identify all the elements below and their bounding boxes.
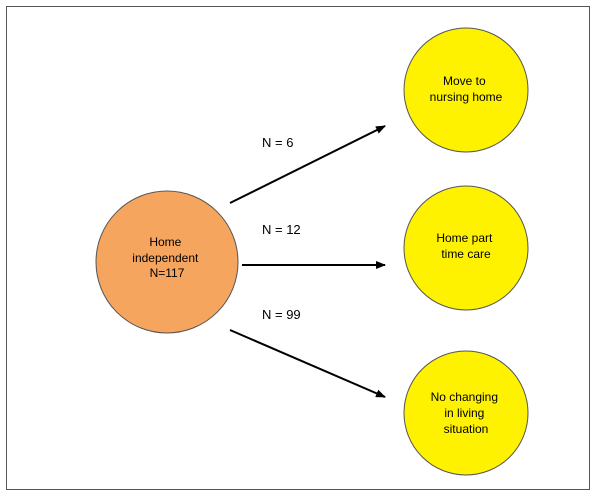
target-node-nursing-home-label: Move to nursing home (430, 74, 503, 104)
edge-label-nursing-home: N = 6 (262, 135, 293, 150)
target-node-nursing-home: Move to nursing home (403, 27, 529, 153)
source-node-label: Home independent N=117 (132, 235, 201, 280)
target-2-line-1: Home part (436, 231, 493, 245)
target-3-line-2: in living (444, 406, 484, 420)
target-node-part-time-care-circle (403, 185, 529, 311)
target-node-nursing-home-circle (403, 27, 529, 153)
source-label-line-2: independent (132, 251, 199, 265)
target-3-line-1: No changing (431, 390, 498, 404)
target-node-no-change-circle (403, 350, 529, 476)
source-label-line-1: Home (149, 235, 181, 249)
source-label-line-3: N=117 (150, 266, 185, 280)
arrow-to-no-change (229, 329, 386, 398)
target-2-line-2: time care (441, 247, 491, 261)
target-1-line-1: Move to (443, 74, 486, 88)
edge-label-part-time-care: N = 12 (262, 222, 301, 237)
source-node-circle (95, 190, 239, 334)
arrow-to-nursing-home (229, 125, 386, 204)
target-node-no-change-label: No changing in living situation (431, 390, 502, 436)
target-3-line-3: situation (444, 422, 489, 436)
target-node-part-time-care-label: Home part time care (436, 231, 495, 261)
target-1-line-2: nursing home (430, 90, 503, 104)
source-node: Home independent N=117 (95, 190, 239, 334)
target-node-part-time-care: Home part time care (403, 185, 529, 311)
target-node-no-change: No changing in living situation (403, 350, 529, 476)
edge-label-no-change: N = 99 (262, 307, 301, 322)
